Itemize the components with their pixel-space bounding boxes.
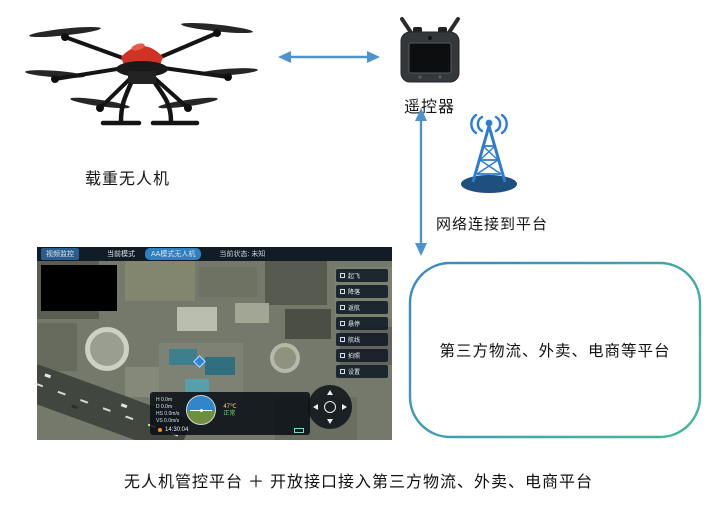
- side-button-label: 拍照: [348, 354, 361, 360]
- button-icon: [340, 353, 345, 358]
- drone-label: 载重无人机: [85, 171, 171, 188]
- network-label: 网络连接到平台: [436, 217, 549, 233]
- hspeed-value: HS 0.0m/s: [156, 410, 180, 417]
- side-button: 悬停: [336, 317, 388, 330]
- dpad-center-icon: [324, 401, 336, 413]
- round-building: [85, 327, 129, 371]
- side-button: 设置: [336, 365, 388, 378]
- side-button-label: 航线: [348, 338, 361, 344]
- record-dot-icon: [158, 428, 162, 432]
- drone-platform-screenshot: 视频监控 当前模式 AA模式无人机 当前状态: 未知 起飞 降落 返航 悬停 航…: [37, 247, 392, 440]
- platform-box-label: 第三方物流、外卖、电商等平台: [408, 261, 702, 439]
- dpad-up-icon: [327, 390, 333, 395]
- side-button: 拍照: [336, 349, 388, 362]
- side-button: 航线: [336, 333, 388, 346]
- video-feed: [41, 265, 117, 311]
- battery-icon: [294, 428, 304, 433]
- side-button: 降落: [336, 285, 388, 298]
- caption: 无人机管控平台 ＋ 开放接口接入第三方物流、外卖、电商平台: [123, 474, 593, 491]
- telemetry-panel: H 0.0m D 0.0m HS 0.0m/s VS 0.0m/s 47℃ 正常…: [150, 392, 310, 435]
- vspeed-value: VS 0.0m/s: [156, 417, 180, 424]
- side-button-label: 起飞: [348, 274, 361, 280]
- dpad-down-icon: [327, 419, 333, 424]
- side-button-label: 设置: [348, 370, 361, 376]
- distance-value: D 0.0m: [156, 403, 173, 410]
- side-button: 返航: [336, 301, 388, 314]
- arrow-drone-controller: [278, 51, 380, 63]
- mode-label: 当前模式: [107, 251, 135, 258]
- third-party-platform-box: [408, 261, 702, 439]
- network-tower-icon: [461, 114, 517, 193]
- status-label: 当前状态: 未知: [219, 251, 266, 258]
- side-button-column: 起飞 降落 返航 悬停 航线 拍照 设置: [336, 269, 388, 378]
- flight-timer: 14:30:04: [158, 427, 188, 433]
- round-pad: [270, 343, 300, 373]
- controller-label: 遥控器: [404, 99, 456, 116]
- temperature-value: 47℃: [223, 403, 237, 410]
- dpad-left-icon: [313, 404, 318, 410]
- button-icon: [340, 321, 345, 326]
- dpad-right-icon: [342, 404, 347, 410]
- telemetry-status: 正常: [223, 410, 236, 417]
- mode-badge: AA模式无人机: [145, 248, 202, 260]
- platform-box-text: 第三方物流、外卖、电商等平台: [439, 343, 671, 360]
- side-button-label: 降落: [348, 290, 361, 296]
- telemetry-left: H 0.0m D 0.0m HS 0.0m/s VS 0.0m/s: [156, 397, 179, 424]
- side-button-label: 悬停: [348, 322, 361, 328]
- button-icon: [340, 289, 345, 294]
- dpad-control: [308, 385, 352, 429]
- time-value: 14:30:04: [165, 427, 189, 433]
- arrow-controller-platform: [415, 108, 427, 256]
- cargo-drone-illustration: [25, 22, 258, 126]
- button-icon: [340, 305, 345, 310]
- altitude-value: H 0.0m: [156, 396, 173, 403]
- telemetry-right: 47℃ 正常: [223, 404, 236, 417]
- attitude-indicator: [186, 395, 217, 425]
- screenshot-topbar: 视频监控 当前模式 AA模式无人机 当前状态: 未知: [37, 247, 392, 261]
- remote-controller-illustration: [400, 17, 460, 83]
- button-icon: [340, 273, 345, 278]
- button-icon: [340, 337, 345, 342]
- monitor-button: 视频监控: [41, 248, 79, 260]
- side-button: 起飞: [336, 269, 388, 282]
- button-icon: [340, 369, 345, 374]
- side-button-label: 返航: [348, 306, 361, 312]
